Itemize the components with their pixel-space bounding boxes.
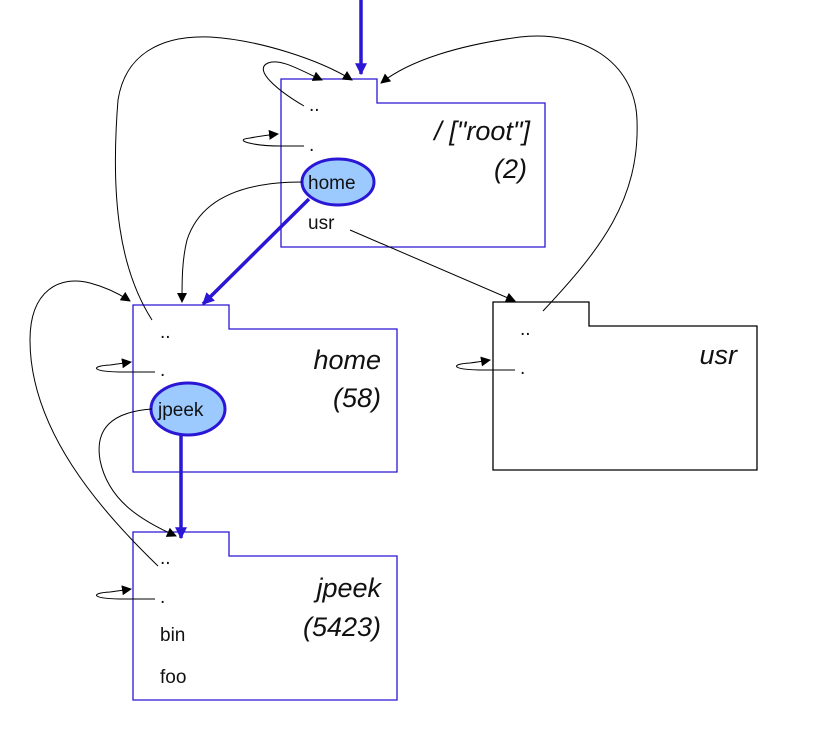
home-folder-name: home <box>313 345 381 375</box>
usr-entry-self: . <box>520 358 525 379</box>
usr-entry-arrow <box>349 229 516 303</box>
jpeek-entry-bin: bin <box>160 625 185 646</box>
usr-folder <box>492 301 758 471</box>
jpeek-parent-arrow <box>29 280 159 567</box>
jpeek-folder <box>132 531 398 701</box>
jpeek-entry-parent: .. <box>160 548 171 569</box>
home-self-loop-arrow <box>96 358 155 373</box>
usr-self-loop-arrow <box>456 356 515 371</box>
jpeek-entry-self: . <box>160 587 165 608</box>
home-folder-inode: (58) <box>333 383 381 413</box>
jpeek-entry-foo: foo <box>160 667 186 688</box>
home-entry-parent: .. <box>160 322 171 343</box>
root-entry-home: home <box>308 173 356 194</box>
usr-entry-parent: .. <box>520 319 531 340</box>
jpeek-folder-inode: (5423) <box>303 612 381 642</box>
root-parent-loop-arrow <box>262 61 323 107</box>
root-self-loop-arrow <box>242 129 304 147</box>
home-link-arrow <box>201 197 311 306</box>
root-folder-inode: (2) <box>494 154 527 184</box>
root-entry-usr: usr <box>308 213 335 234</box>
usr-parent-arrow <box>380 35 638 312</box>
home-entry-self: . <box>160 360 165 381</box>
usr-folder-name: usr <box>699 340 738 370</box>
home-folder <box>132 304 398 473</box>
jpeek-folder-name: jpeek <box>312 573 382 603</box>
home-parent-arrow <box>114 36 353 321</box>
jpeek-entry-arrow <box>98 408 177 537</box>
home-entry-arrow <box>177 181 303 303</box>
root-entry-self: . <box>309 135 314 156</box>
root-folder-name: / ["root"] <box>432 116 531 146</box>
root-folder <box>280 78 546 248</box>
root-entry-parent: .. <box>309 95 320 116</box>
home-entry-jpeek: jpeek <box>157 400 204 421</box>
jpeek-self-loop-arrow <box>96 585 155 600</box>
